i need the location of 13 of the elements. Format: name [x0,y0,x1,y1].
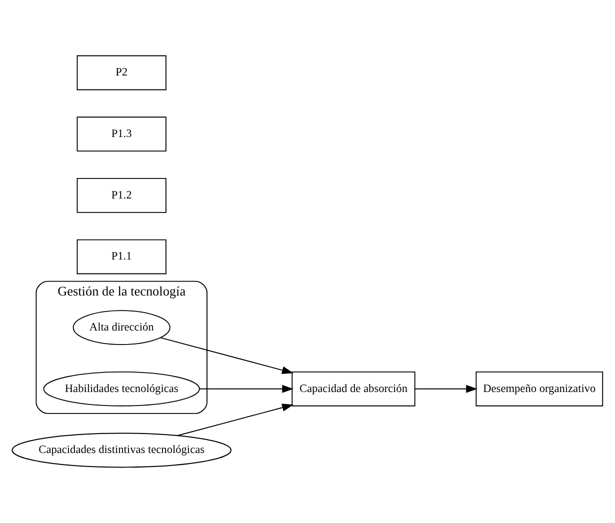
node-box: P1.1 [76,239,166,274]
arrow [176,404,294,436]
arrow [160,337,294,374]
node-box: Capacidad de absorción [292,371,416,406]
arrow [198,384,294,393]
node-box: P1.2 [76,178,166,213]
node-box: P2 [76,55,166,90]
node-ellipse: Alta dirección [72,310,170,346]
node-ellipse: Capacidades distintivas tecnológicas [12,432,232,468]
node-box: P1.3 [76,116,166,152]
node-ellipse: Habilidades tecnológicas [43,371,200,406]
arrow [414,384,478,393]
node-box: Desempeño organizativo [476,371,604,406]
